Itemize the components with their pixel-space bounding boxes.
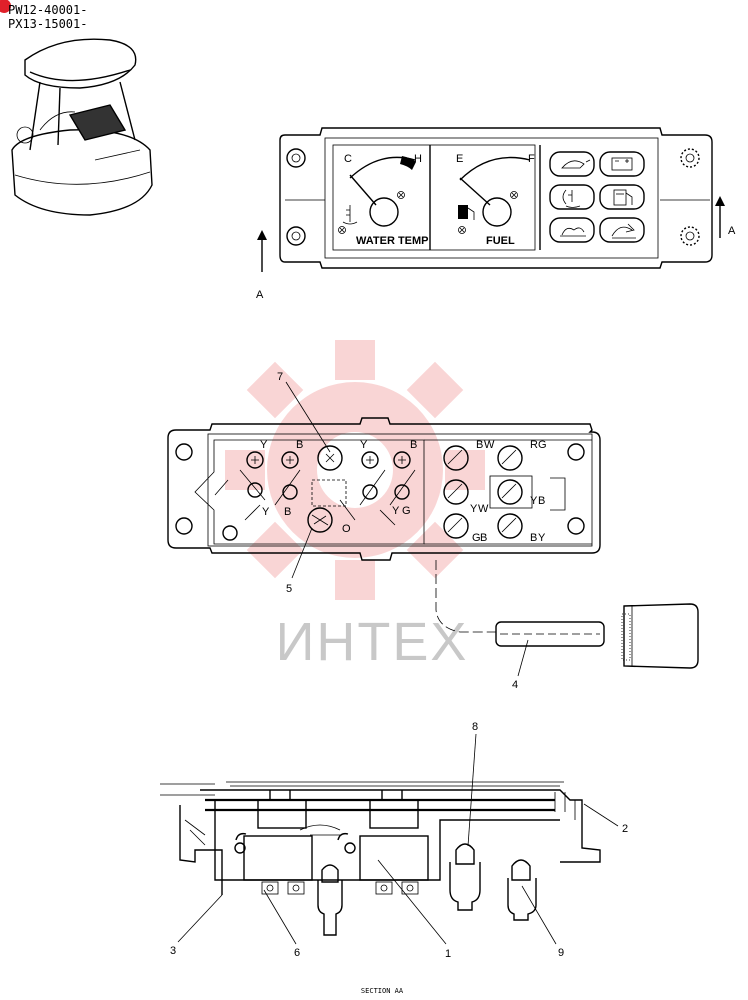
fuel-high-mark: F (528, 153, 535, 165)
callout-8: 8 (472, 721, 478, 733)
fuel-gauge: E F FUEL (456, 153, 535, 247)
svg-text:B: B (480, 532, 487, 544)
instrument-panel-front: C H WATER TEMP E F FUEL (256, 127, 736, 301)
svg-text:B: B (410, 439, 417, 451)
callout-1: 1 (445, 948, 451, 960)
svg-text:O: O (342, 523, 351, 535)
watermark-text: ИНТЕХ (276, 612, 469, 672)
machine-sketch (11, 38, 153, 216)
air-filter-icon (611, 223, 636, 239)
warning-lamps (549, 151, 645, 243)
svg-text:B: B (476, 439, 483, 451)
svg-text:B: B (284, 506, 291, 518)
serial-2: PX13-15001- (8, 17, 87, 31)
callout-9: 9 (558, 947, 564, 959)
callout-5: 5 (286, 583, 292, 595)
serial-1: PW12-40001- (8, 3, 87, 17)
callout-3: 3 (170, 945, 176, 957)
callout-7: 7 (277, 371, 283, 383)
svg-text:Y: Y (530, 495, 538, 507)
svg-text:W: W (484, 439, 495, 451)
gauge-movements (234, 790, 429, 881)
svg-text:Y: Y (470, 503, 478, 515)
svg-text:W: W (478, 503, 489, 515)
bulb-sockets (443, 445, 523, 539)
coolant-temp-icon (342, 205, 358, 225)
svg-text:Y: Y (392, 505, 400, 517)
glow-plug-icon (560, 227, 586, 237)
svg-text:B: B (296, 439, 303, 451)
svg-text:R: R (530, 439, 538, 451)
water-temp-label: WATER TEMP (356, 235, 429, 247)
watermark-gear-icon (225, 340, 485, 600)
coolant-warning-icon (562, 189, 581, 208)
callout-4: 4 (512, 679, 518, 691)
callout-2: 2 (622, 823, 628, 835)
svg-text:Y: Y (262, 506, 270, 518)
fuel-low-mark: E (456, 153, 463, 165)
oil-pressure-icon (561, 159, 591, 169)
fuel-pump-icon (458, 205, 475, 220)
svg-text:G: G (402, 505, 411, 517)
fuel-label: FUEL (486, 235, 515, 247)
water-high-mark: H (414, 153, 422, 165)
svg-text:Y: Y (260, 439, 268, 451)
instrument-panel-rear: Y B Y B Y B Y G O B W R G Y B Y W G B B … (167, 417, 699, 669)
svg-text:G: G (538, 439, 547, 451)
terminal-codes: Y B Y B Y B Y G O B W R G Y B Y W G B B … (260, 439, 547, 544)
section-marker-left: A (256, 289, 264, 301)
svg-text:B: B (530, 532, 537, 544)
fuel-warning-icon (613, 189, 633, 206)
gauge-terminals (246, 445, 411, 533)
bulb-sockets-section (317, 843, 537, 936)
svg-text:Y: Y (538, 532, 546, 544)
section-marker-right: A (728, 225, 736, 237)
marker-dot (0, 0, 11, 13)
water-low-mark: C (344, 153, 352, 165)
section-aa-view (160, 781, 601, 936)
battery-charge-icon (611, 157, 633, 171)
water-temp-gauge: C H WATER TEMP (338, 153, 429, 247)
svg-text:Y: Y (360, 439, 368, 451)
svg-text:B: B (538, 495, 545, 507)
section-caption: SECTION AA (361, 987, 404, 995)
callout-6: 6 (294, 947, 300, 959)
svg-text:G: G (472, 532, 481, 544)
harness-tube (495, 603, 699, 669)
